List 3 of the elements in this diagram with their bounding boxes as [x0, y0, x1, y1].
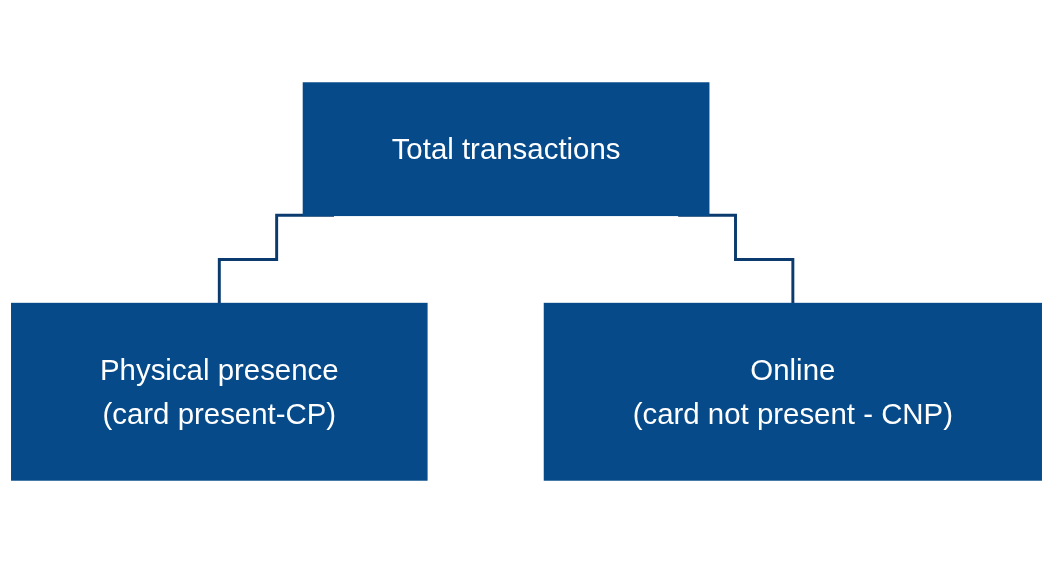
node-box: Online (card not present - CNP) — [543, 302, 1042, 481]
node-box: Total transactions — [302, 82, 710, 217]
node-box: Physical presence (card present-CP) — [11, 302, 428, 481]
